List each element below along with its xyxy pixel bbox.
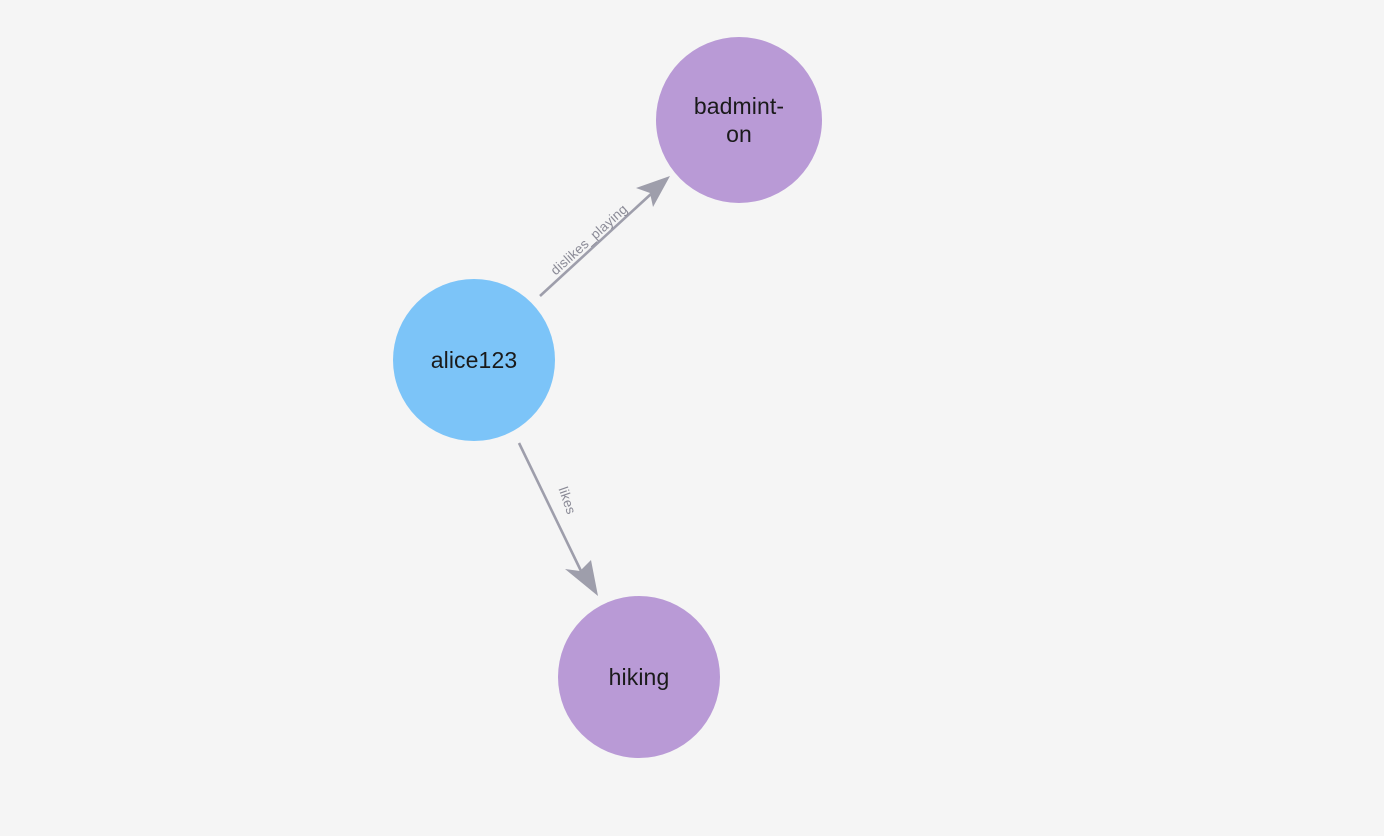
graph-node-label-hiking: hiking [608,664,670,690]
edge-alice123-dislikes_playing-badminton[interactable]: dislikes_playing [539,176,670,297]
edge-alice123-likes-hiking[interactable]: likes [517,442,598,596]
edge-label-dislikes-playing: dislikes_playing [548,201,631,278]
graph-node-label-alice123: alice123 [430,347,518,373]
graph-node-label-badminton: badmint- on [693,93,785,147]
arrowhead-icon-likes [565,560,598,596]
arrowhead-icon-dislikes-playing [636,176,670,207]
graph-node-alice123[interactable]: alice123 [393,279,555,441]
edge-line-dislikes-playing [539,193,652,297]
edge-line-likes [517,442,583,572]
graph-node-hiking[interactable]: hiking [558,596,720,758]
graph-node-badminton[interactable]: badmint- on [656,37,822,203]
edge-label-likes: likes [556,485,579,516]
